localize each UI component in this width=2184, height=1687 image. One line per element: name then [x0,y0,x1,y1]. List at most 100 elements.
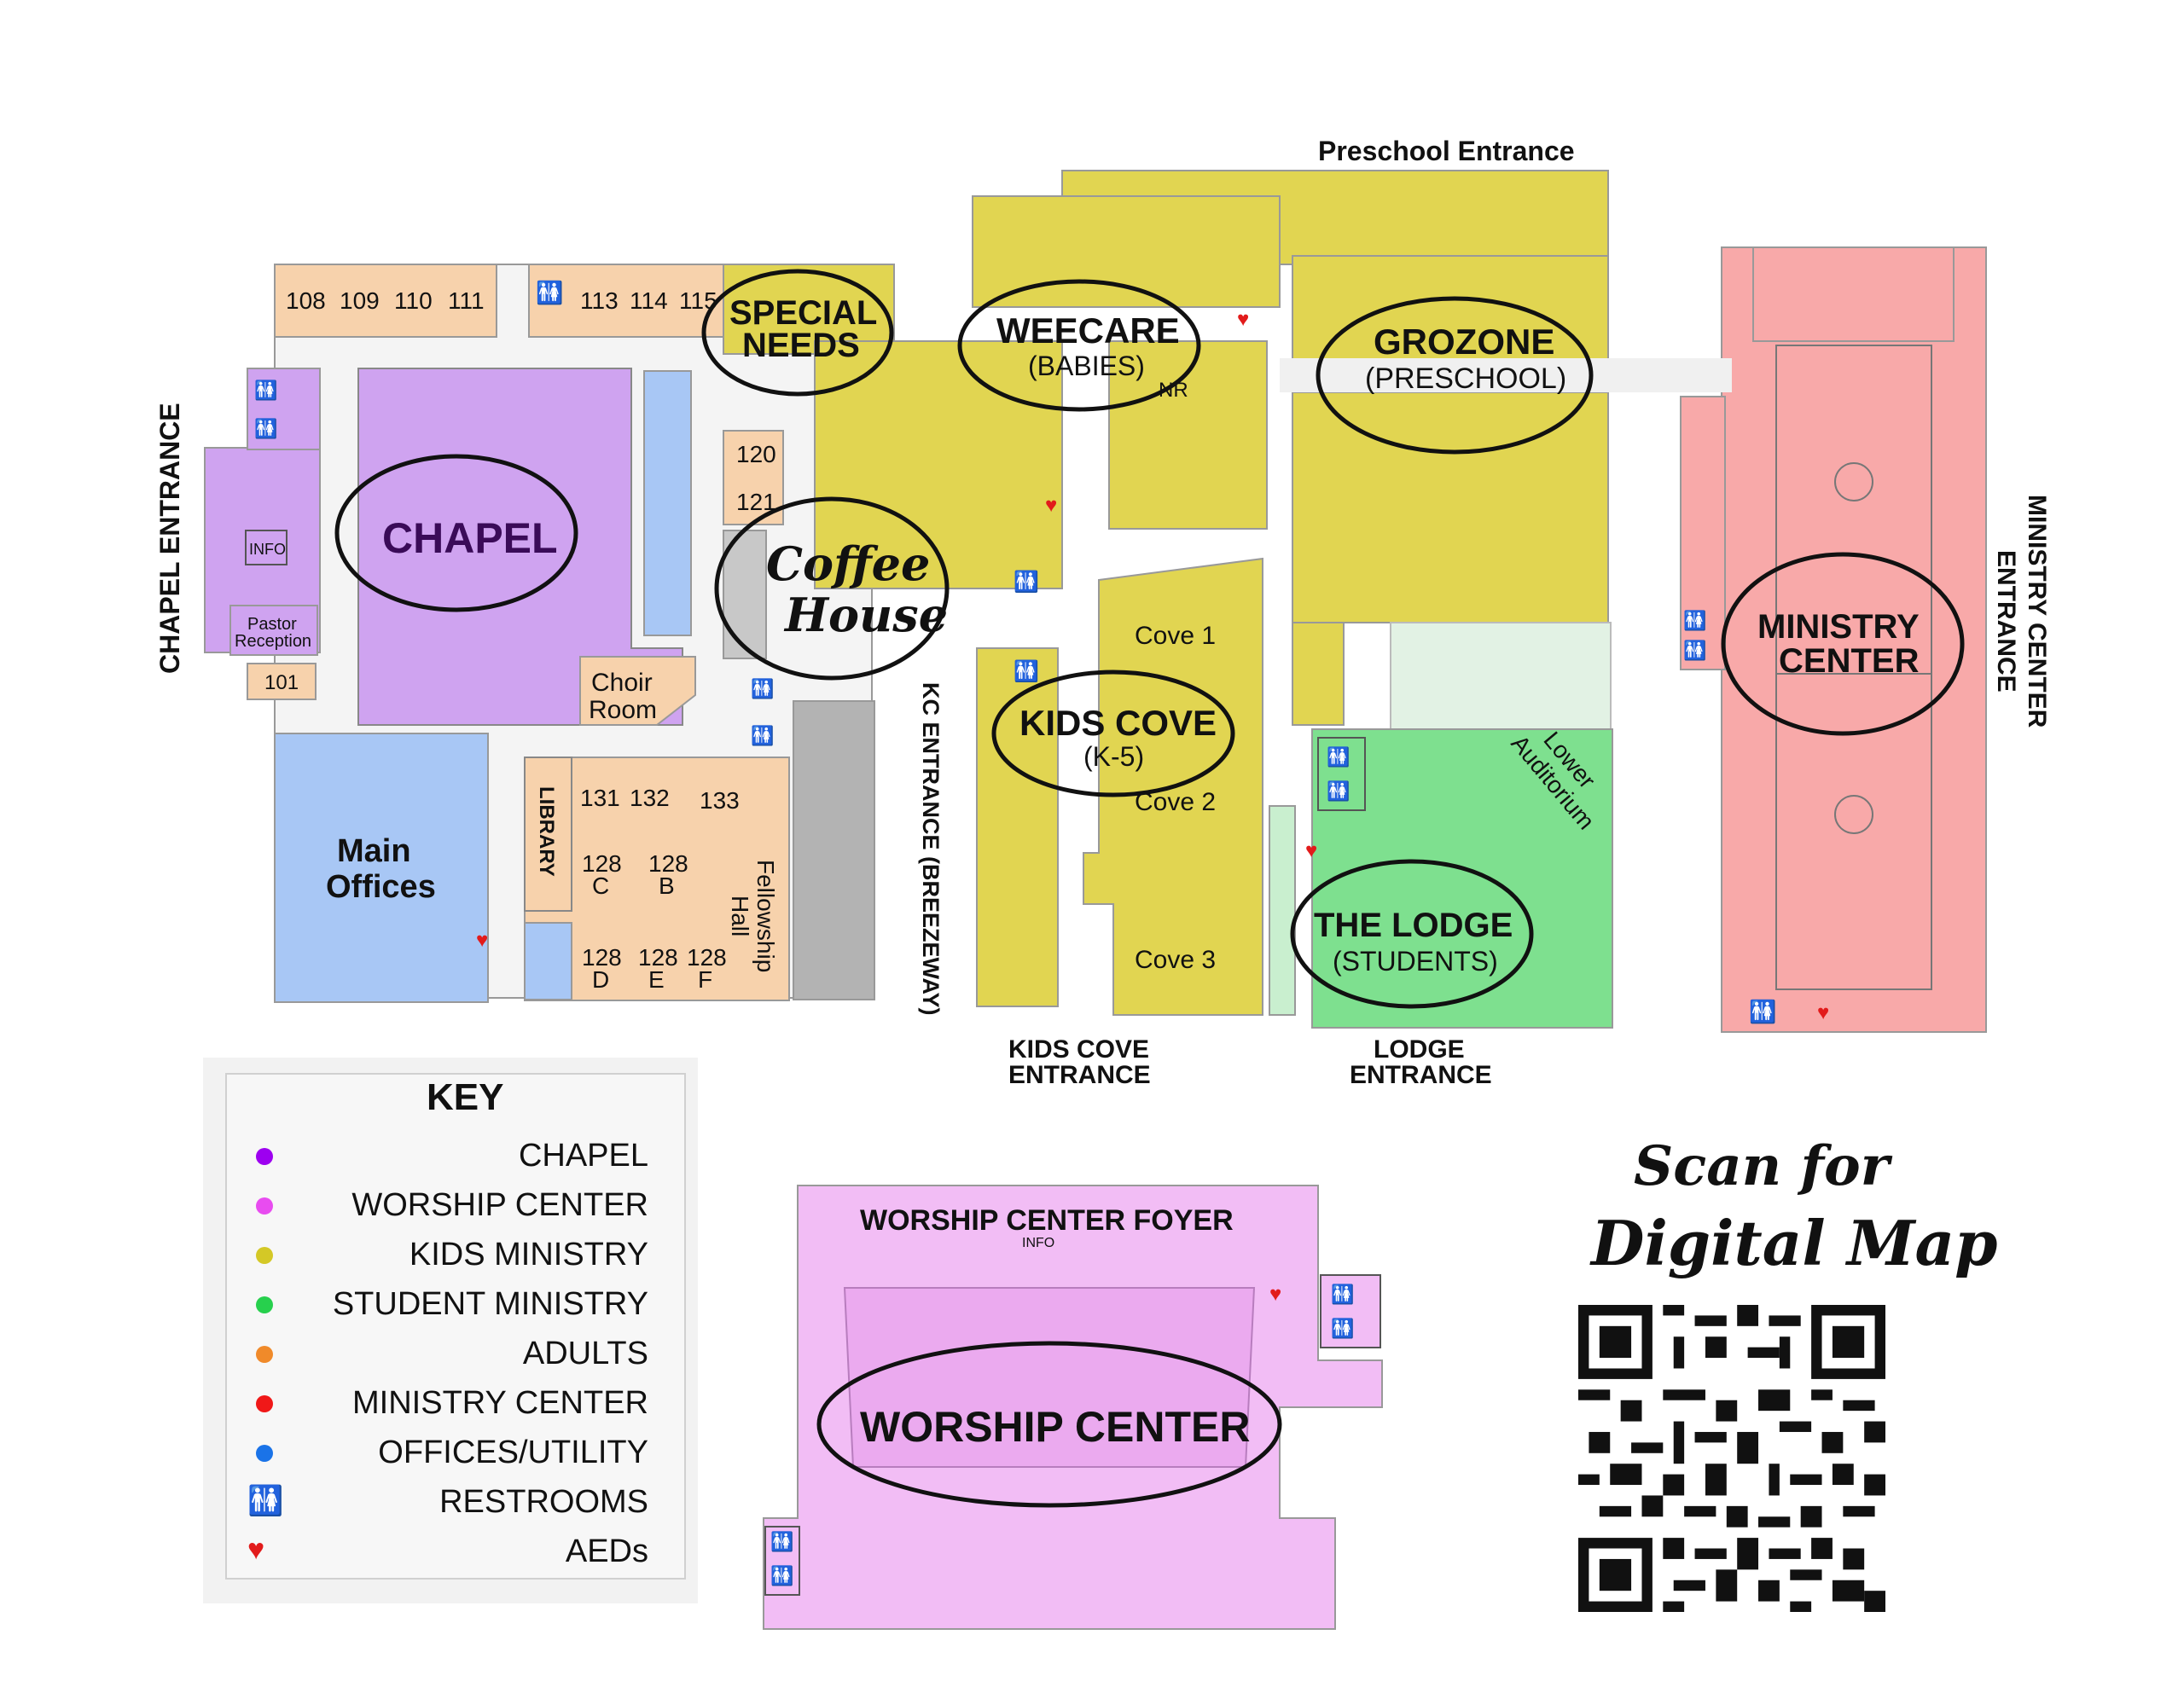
pastor-reception-label-2: Reception [235,632,311,651]
restroom-icon: 🚻 [770,1565,793,1586]
circle-special-needs [701,269,894,397]
ministry-center-entrance-label-1: MINISTRY CENTER [2023,495,2051,728]
qr-code-icon [1578,1305,1885,1612]
kids-cove-label: KIDS COVE [1019,703,1217,743]
qr-code[interactable] [1578,1305,1885,1612]
key-item-worship-center: WORSHIP CENTER [247,1184,648,1226]
kids-cove-entrance-label-1: KIDS COVE [1008,1035,1149,1064]
aed-heart-icon: ♥ [1045,495,1057,517]
room-number: 111 [448,287,485,314]
k5-label: (K-5) [1083,741,1144,772]
scan-for-label: Scan for [1634,1134,1890,1198]
key-item-student-ministry: STUDENT MINISTRY [247,1283,648,1325]
restroom-icon: 🚻 [1014,659,1039,683]
lodge-entrance-label-2: ENTRANCE [1350,1061,1492,1089]
key-item-label: STUDENT MINISTRY [332,1286,648,1322]
room-number: F [698,966,712,993]
chapel-info-box [245,530,288,565]
fellowship-hall-label-1: Fellowship [752,860,779,972]
main-offices [274,733,489,1003]
court-center-circle-2 [1834,795,1873,834]
kc-entrance-label: KC ENTRANCE (BREEZEWAY) [918,682,944,1016]
restroom-icon: 🚻 [1683,610,1706,631]
kids-cove-west [976,647,1059,1007]
babies-label: (BABIES) [1028,351,1145,381]
key-dot-icon [256,1247,273,1264]
restroom-icon: 🚻 [254,418,277,439]
key-dot-icon [256,1296,273,1313]
restroom-icon: 🚻 [1014,570,1039,594]
cove-1-label: Cove 1 [1135,622,1216,650]
room-number: 114 [630,287,668,314]
fellowship-hall-label-2: Hall [727,896,753,936]
kids-strip-east [1292,622,1345,726]
ministry-center [1721,246,1987,1033]
coffee-house-gray [723,530,767,659]
cove-2-label: Cove 2 [1135,788,1216,816]
grozone-lower-block [1292,391,1609,623]
choir-room [579,656,696,726]
worship-restrooms-east [1320,1274,1381,1348]
ministry-center-entrance-label-2: ENTRANCE [1992,550,2020,693]
key-item-aeds: ♥ AEDs [247,1530,648,1573]
room-number: 121 [736,489,776,515]
room-number: E [648,966,665,993]
key-item-offices-utility: OFFICES/UTILITY [247,1431,648,1474]
blue-utility-strip [643,370,692,636]
library-label: LIBRARY [535,786,558,877]
library-room [524,757,572,912]
chapel-entrance-label: CHAPEL ENTRANCE [154,403,185,674]
room-number: 113 [580,287,619,314]
room-number: C [592,872,609,899]
room-number: 133 [700,787,740,814]
restroom-icon: 🚻 [751,678,774,699]
worship-center-foyer-label: WORSHIP CENTER FOYER [860,1204,1234,1237]
key-dot-icon [256,1148,273,1165]
adult-rooms-top-left [274,264,497,338]
corridor-east-west [1280,358,1732,392]
key-item-label: KIDS MINISTRY [409,1237,648,1272]
court-center-circle-1 [1834,462,1873,501]
circle-the-lodge [1290,859,1534,1009]
key-title: KEY [427,1076,504,1118]
key-item-chapel: CHAPEL [247,1134,648,1177]
restroom-icon: 🚻 [1683,640,1706,661]
key-item-ministry-center: MINISTRY CENTER [247,1382,648,1424]
restroom-icon: 🚻 [1331,1284,1354,1305]
info-label: INFO [249,541,286,558]
room-number: 131 [580,785,620,811]
key-dot-icon [256,1197,273,1215]
key-item-label: OFFICES/UTILITY [378,1435,648,1470]
circle-chapel [334,454,578,612]
aed-heart-icon: ♥ [1305,840,1317,862]
basketball-court-lower [1775,673,1932,990]
digital-map-label: Digital Map [1591,1207,1998,1279]
main-offices-label-2: Offices [326,869,436,905]
restroom-icon: 🚻 [536,280,563,305]
blue-utility-small [524,922,572,1000]
restroom-icon: 🚻 [1327,746,1350,768]
key-item-label: WORSHIP CENTER [351,1187,648,1223]
circle-kids-cove [991,670,1235,797]
key-item-label: ADULTS [522,1336,648,1371]
room-number: B [659,872,675,899]
aed-heart-icon: ♥ [1237,309,1249,331]
restroom-icon: 🚻 [1331,1318,1354,1339]
restroom-icon: 🚻 [247,1485,284,1517]
circle-grozone [1316,296,1594,455]
aed-heart-icon: ♥ [1269,1284,1281,1306]
restroom-icon: 🚻 [751,725,774,746]
room-101 [247,663,317,700]
key-dot-icon [256,1395,273,1412]
adult-rooms-top-mid [528,264,726,338]
aed-heart-icon: ♥ [476,930,488,952]
aed-heart-icon: ♥ [1817,1002,1829,1024]
room-number: D [592,966,609,993]
worship-center-label: WORSHIP CENTER [860,1403,1250,1451]
room-number: 120 [736,441,776,467]
room-number: 128 [638,944,678,971]
choir-room-label-1: Choir [591,669,653,697]
room-number: 128 [582,944,622,971]
coffee-house-label-1: Coffee [766,536,930,591]
preschool-label: (PRESCHOOL) [1365,362,1566,395]
